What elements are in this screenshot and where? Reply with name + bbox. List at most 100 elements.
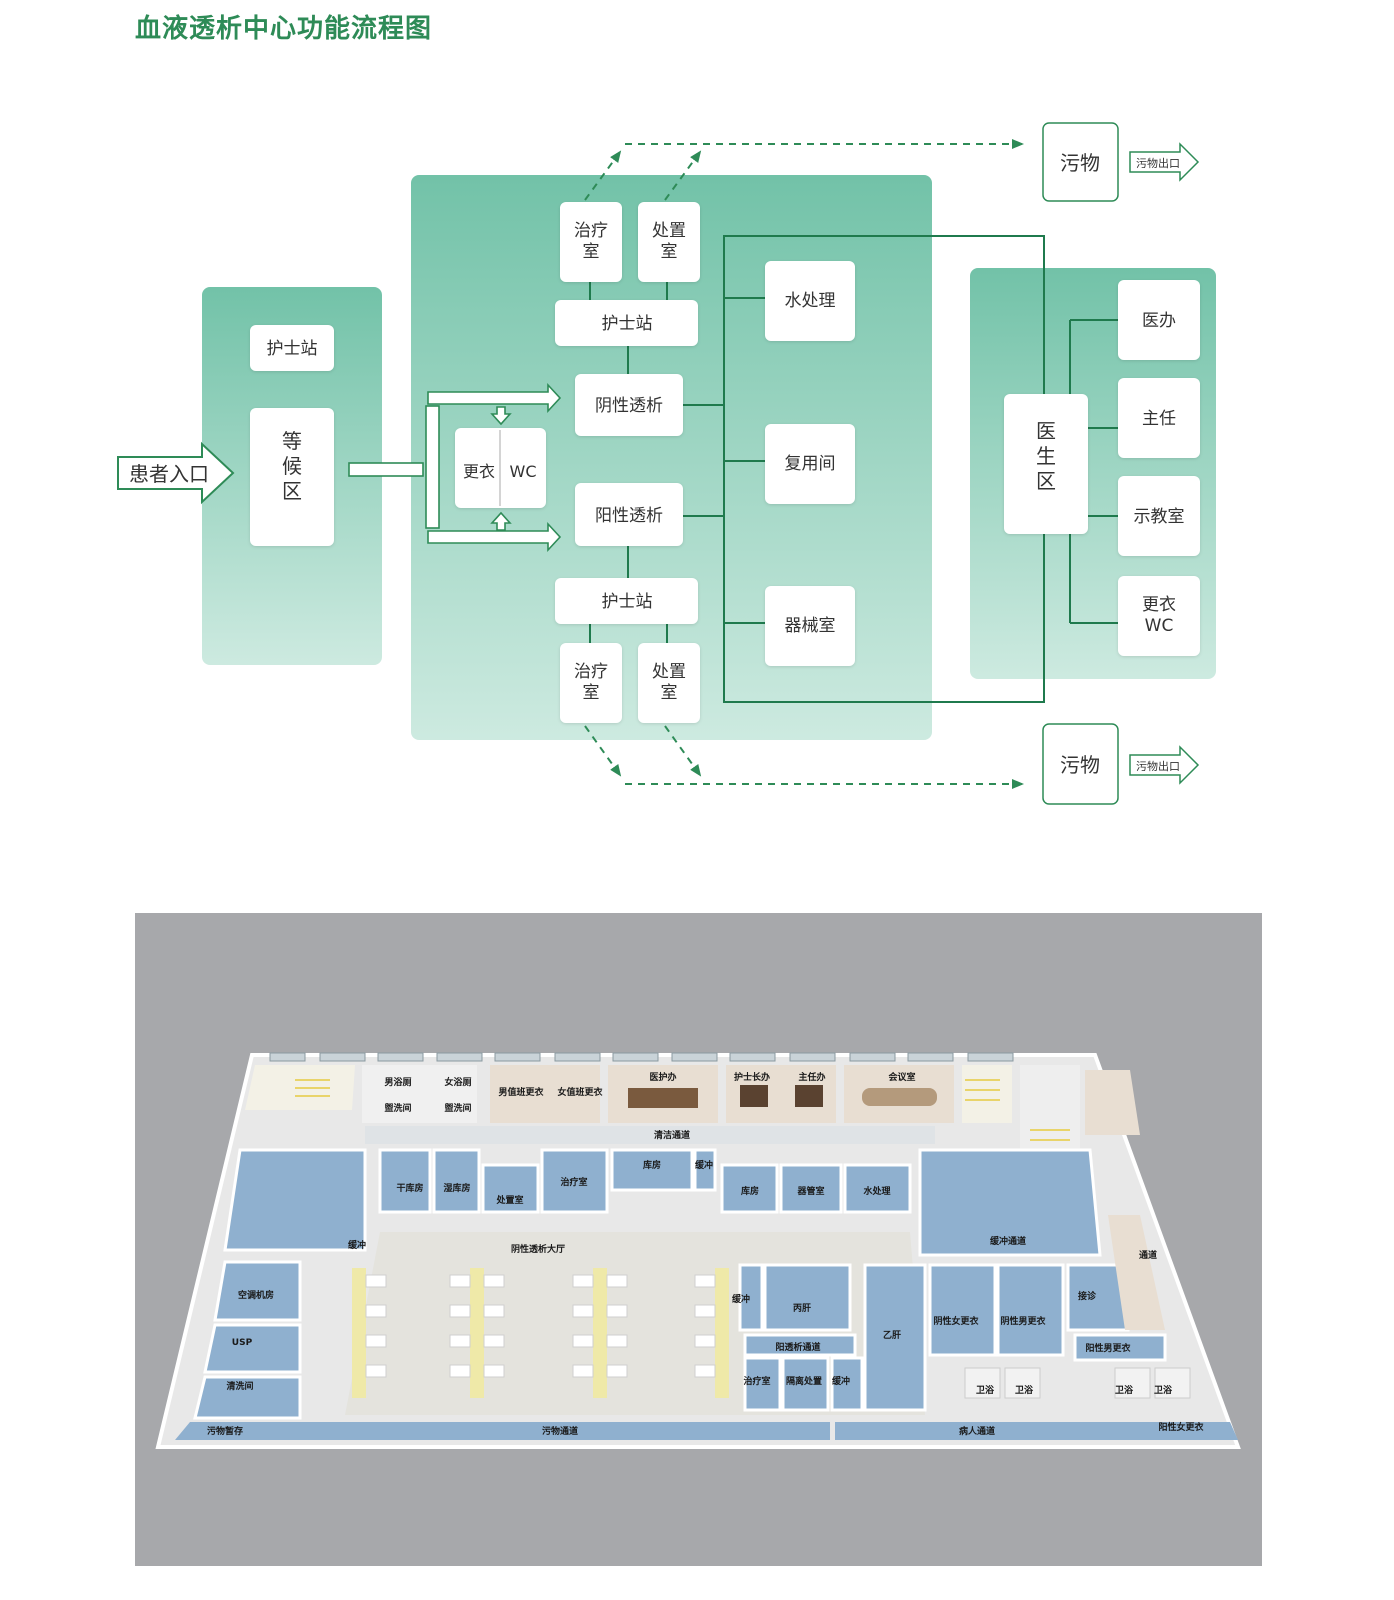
- room-hvac: 空调机房: [238, 1289, 274, 1301]
- room-store2: 库房: [741, 1185, 759, 1197]
- positive-label: 阳性透析: [595, 506, 663, 526]
- room-neg-male: 阴性男更衣: [1000, 1315, 1045, 1327]
- room-buffer-corridor: 缓冲通道: [990, 1235, 1026, 1247]
- room-reception: 接诊: [1078, 1290, 1097, 1302]
- room-patient-corridor: 病人通道: [959, 1425, 995, 1437]
- patient-entry: 患者入口: [117, 441, 235, 505]
- patient-flow-arrows: [348, 382, 562, 553]
- waste-box-bottom: [1042, 723, 1119, 805]
- room-female-bath: 女浴厕: [444, 1076, 471, 1088]
- room-wash2: 盥洗间: [444, 1102, 471, 1114]
- negative-dialysis: [575, 374, 683, 436]
- room-toilet2: 卫浴: [1015, 1384, 1034, 1396]
- room-female-duty: 女值班更衣: [557, 1086, 602, 1098]
- dispose-top-label: 处置室: [652, 221, 686, 262]
- waste-paths: [584, 139, 1024, 789]
- positive-dialysis: [575, 483, 683, 546]
- doctor-office: [1118, 280, 1200, 360]
- room-wet-store: 湿库房: [443, 1182, 470, 1194]
- room-buffer1: 缓冲: [695, 1159, 713, 1171]
- reuse-room: [765, 424, 855, 504]
- room-isolation: 隔离处置: [786, 1375, 822, 1387]
- room-doctor-office: 医护办: [649, 1071, 676, 1083]
- equipment-room: [765, 586, 855, 666]
- reuse-label: 复用间: [785, 454, 836, 474]
- waste-exit-arrow-bottom: [1129, 745, 1200, 785]
- room-buffer4: 缓冲: [832, 1375, 850, 1387]
- flow-diagram: 患者入口 护士站 等候区 治疗室 处置室 护士站 更衣 WC 阴性透: [117, 122, 1216, 805]
- waste-exit-bottom-label: 污物出口: [1136, 759, 1180, 773]
- treat-bottom-label: 治疗室: [574, 662, 608, 703]
- room-toilet3: 卫浴: [1115, 1384, 1134, 1396]
- doctor-office-label: 医办: [1142, 311, 1176, 331]
- room-hep-c: 丙肝: [793, 1303, 811, 1314]
- waiting-area: [250, 408, 334, 546]
- dispose-room-bottom: [638, 643, 700, 723]
- nurse-station-top: [555, 300, 698, 346]
- doctor-area-label: 医生区: [1036, 419, 1056, 493]
- equipment-label: 器械室: [785, 616, 836, 636]
- room-neg-hall: 阴性透析大厅: [511, 1243, 565, 1255]
- room-treat2: 治疗室: [743, 1375, 770, 1387]
- dispose-room-top: [638, 202, 700, 282]
- room-male-duty: 男值班更衣: [498, 1086, 543, 1098]
- room-corridor: 通道: [1139, 1249, 1157, 1261]
- doctor-area: [1004, 394, 1088, 534]
- room-toilet1: 卫浴: [976, 1384, 995, 1396]
- change-label: 更衣: [463, 462, 495, 481]
- room-store1: 库房: [643, 1159, 661, 1171]
- negative-label: 阴性透析: [595, 396, 663, 416]
- treat-top-label: 治疗室: [574, 221, 608, 262]
- room-buffer2: 缓冲: [348, 1239, 366, 1251]
- room-usp: USP: [232, 1338, 253, 1348]
- floorplan: 男浴厕 女浴厕 盥洗间 盥洗间 男值班更衣 女值班更衣 医护办 护士长办 主任办…: [155, 1052, 1241, 1449]
- room-toilet4: 卫浴: [1154, 1384, 1173, 1396]
- director-office: [1118, 378, 1200, 458]
- room-clean-corridor: 清洁通道: [654, 1129, 690, 1141]
- nurse-station-waiting: [250, 325, 334, 371]
- nurse-station-bottom: [555, 578, 698, 624]
- nurse-top-label: 护士站: [602, 314, 653, 334]
- room-pos-corridor: 阳透析通道: [775, 1341, 820, 1353]
- waste-top-label: 污物: [1060, 151, 1100, 175]
- floorplan-panel: 男浴厕 女浴厕 盥洗间 盥洗间 男值班更衣 女值班更衣 医护办 护士长办 主任办…: [135, 913, 1262, 1566]
- room-head-nurse: 护士长办: [734, 1071, 770, 1083]
- waste-box-top: [1042, 122, 1119, 202]
- teaching-room: [1118, 476, 1200, 556]
- room-male-bath: 男浴厕: [384, 1076, 411, 1088]
- wc-label: WC: [510, 462, 537, 481]
- room-hep-b: 乙肝: [883, 1330, 901, 1341]
- doctor-change-wc: [1118, 576, 1200, 656]
- waste-bottom-label: 污物: [1060, 753, 1100, 777]
- room-buffer3: 缓冲: [732, 1293, 750, 1305]
- water-label: 水处理: [785, 291, 836, 311]
- room-treat: 治疗室: [560, 1176, 587, 1188]
- dispose-bottom-label: 处置室: [652, 662, 686, 703]
- nurse-station-waiting-label: 护士站: [267, 339, 318, 359]
- treat-room-bottom: [560, 643, 622, 723]
- page-title: 血液透析中心功能流程图: [135, 14, 433, 44]
- waiting-label: 等候区: [282, 429, 302, 503]
- room-pos-male: 阳性男更衣: [1085, 1342, 1130, 1354]
- room-director: 主任办: [798, 1071, 825, 1083]
- room-wash1: 盥洗间: [384, 1102, 411, 1114]
- nurse-bottom-label: 护士站: [602, 592, 653, 612]
- teaching-label: 示教室: [1134, 507, 1185, 527]
- room-meeting: 会议室: [888, 1071, 915, 1083]
- director-label: 主任: [1142, 409, 1176, 429]
- waste-exit-top-label: 污物出口: [1136, 156, 1180, 170]
- room-pos-female: 阳性女更衣: [1158, 1421, 1203, 1433]
- room-neg-female: 阴性女更衣: [933, 1315, 978, 1327]
- water-treatment: [765, 261, 855, 341]
- treat-room-top: [560, 202, 622, 282]
- room-waste-corridor: 污物通道: [542, 1425, 578, 1437]
- room-dispose: 处置室: [495, 1194, 523, 1206]
- room-equipment: 器管室: [796, 1185, 824, 1197]
- room-clean-room: 清洗间: [226, 1380, 253, 1392]
- room-dry-store: 干库房: [396, 1182, 423, 1194]
- room-waste-store: 污物暂存: [207, 1425, 243, 1437]
- entry-label: 患者入口: [129, 462, 209, 486]
- room-water: 水处理: [863, 1185, 890, 1197]
- waste-exit-arrow-top: [1129, 142, 1200, 182]
